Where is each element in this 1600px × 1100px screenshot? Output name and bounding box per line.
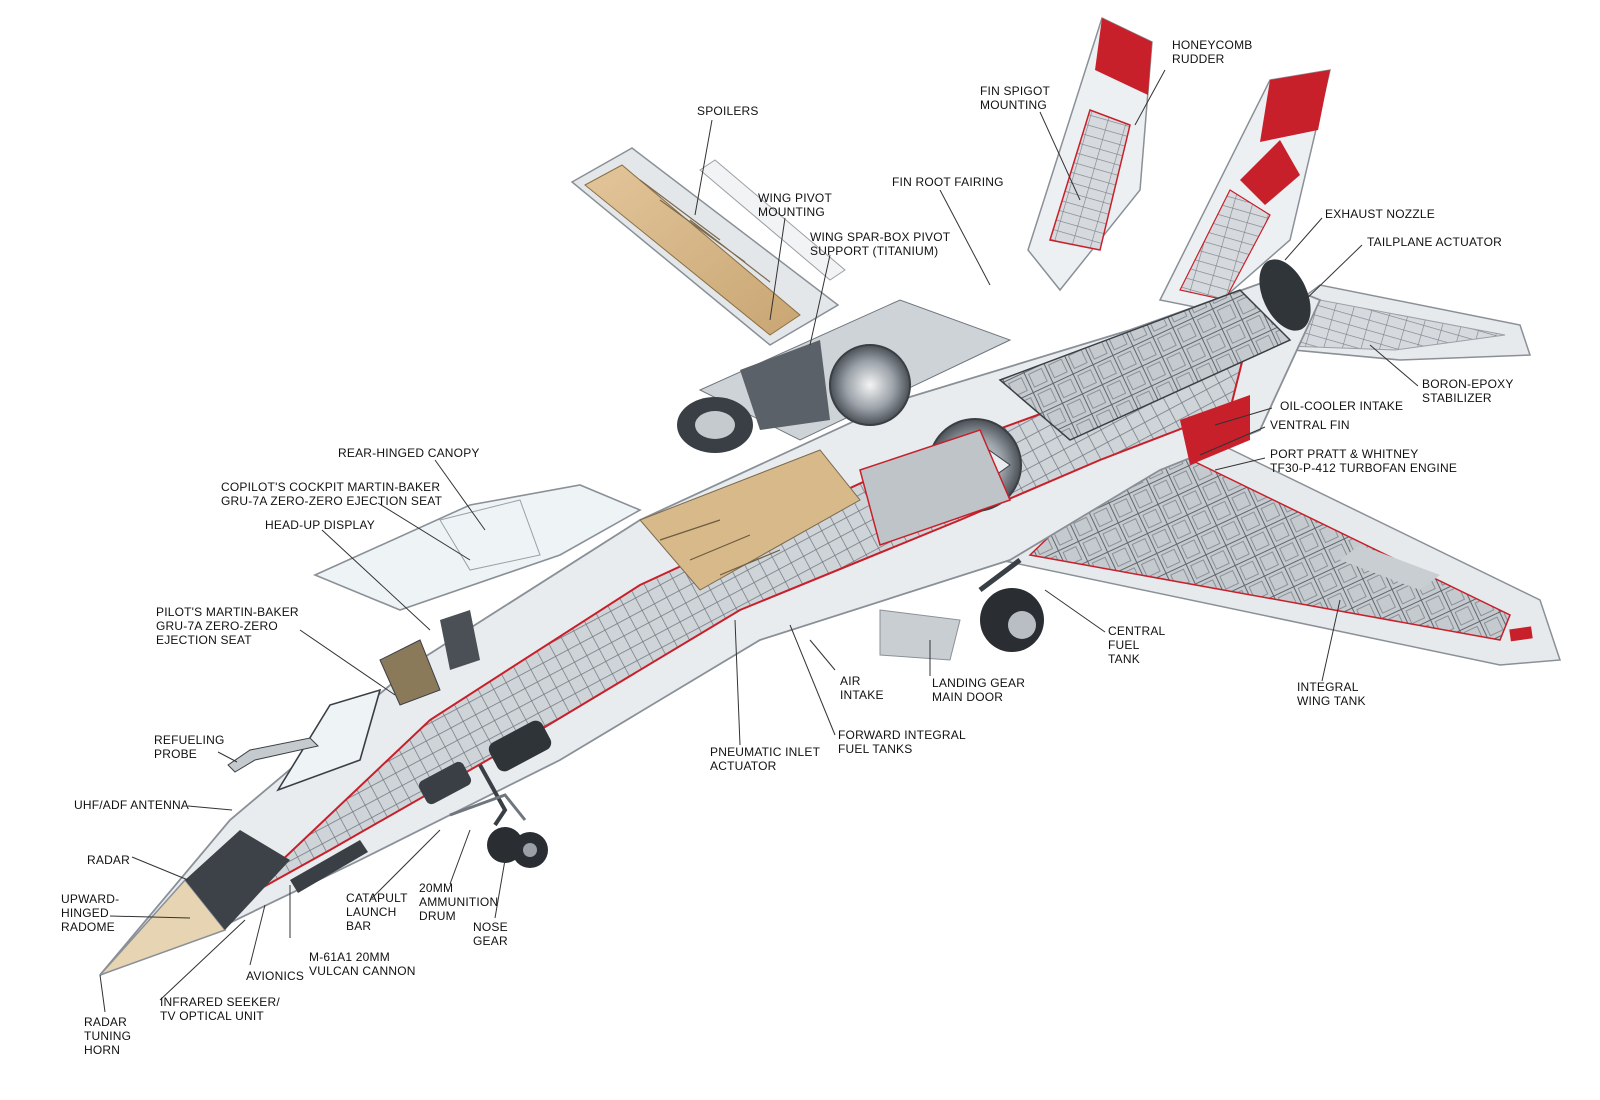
callout-tailplane-actuator: TAILPLANE ACTUATOR	[1367, 235, 1502, 249]
callout-rear-hinged-canopy: REAR-HINGED CANOPY	[338, 446, 480, 460]
landing-gear	[449, 558, 1044, 868]
callout-pilot-seat: PILOT'S MARTIN-BAKER GRU-7A ZERO-ZERO EJ…	[156, 605, 299, 647]
callout-nose-gear: NOSE GEAR	[473, 920, 508, 948]
callout-honeycomb-rudder: HONEYCOMB RUDDER	[1172, 38, 1253, 66]
right-fin	[1158, 69, 1331, 311]
callout-forward-integral-fuel-tanks: FORWARD INTEGRAL FUEL TANKS	[838, 728, 966, 756]
seats	[379, 610, 480, 706]
left-fin	[1027, 16, 1153, 292]
radome	[99, 830, 290, 976]
callout-uhf-adf-antenna: UHF/ADF ANTENNA	[74, 798, 190, 812]
left-wing	[570, 147, 846, 346]
callout-oil-cooler-intake: OIL-COOLER INTAKE	[1280, 399, 1404, 413]
callout-boron-epoxy-stabilizer: BORON-EPOXY STABILIZER	[1422, 377, 1514, 405]
callout-spoilers: SPOILERS	[697, 104, 759, 118]
callout-wing-spar-box-pivot-support: WING SPAR-BOX PIVOT SUPPORT (TITANIUM)	[810, 230, 951, 258]
callout-port-engine: PORT PRATT & WHITNEY TF30-P-412 TURBOFAN…	[1270, 447, 1458, 475]
gun-assembly	[290, 720, 552, 893]
callout-radar: RADAR	[87, 853, 131, 867]
intake-section	[639, 429, 1012, 591]
callout-head-up-display: HEAD-UP DISPLAY	[265, 518, 375, 532]
callout-fin-spigot-mounting: FIN SPIGOT MOUNTING	[980, 84, 1051, 112]
refueling-probe-shape	[227, 737, 319, 773]
canopy	[276, 484, 642, 792]
callout-copilot-seat: COPILOT'S COCKPIT MARTIN-BAKER GRU-7A ZE…	[221, 480, 443, 508]
callout-infrared-seeker: INFRARED SEEKER/ TV OPTICAL UNIT	[160, 995, 280, 1023]
callout-wing-pivot-mounting: WING PIVOT MOUNTING	[758, 191, 832, 219]
callout-pneumatic-inlet-actuator: PNEUMATIC INLET ACTUATOR	[710, 745, 821, 773]
callout-catapult-launch-bar: CATAPULT LAUNCH BAR	[346, 891, 408, 933]
callout-ammunition-drum: 20MM AMMUNITION DRUM	[419, 881, 499, 923]
callout-landing-gear-main-door: LANDING GEAR MAIN DOOR	[932, 676, 1026, 704]
leader-lines	[99, 69, 1419, 1013]
callout-air-intake: AIR INTAKE	[840, 674, 884, 702]
callout-central-fuel-tank: CENTRAL FUEL TANK	[1108, 624, 1166, 666]
callout-upward-hinged-radome: UPWARD- HINGED RADOME	[61, 892, 120, 934]
callout-refueling-probe: REFUELING PROBE	[154, 733, 225, 761]
callout-avionics: AVIONICS	[246, 969, 305, 983]
callout-ventral-fin: VENTRAL FIN	[1270, 418, 1350, 432]
callout-fin-root-fairing: FIN ROOT FAIRING	[892, 175, 1004, 189]
callout-exhaust-nozzle: EXHAUST NOZZLE	[1325, 207, 1435, 221]
callout-vulcan-cannon: M-61A1 20MM VULCAN CANNON	[309, 950, 416, 978]
callout-radar-tuning-horn: RADAR TUNING HORN	[84, 1015, 132, 1057]
callout-integral-wing-tank: INTEGRAL WING TANK	[1297, 680, 1366, 708]
